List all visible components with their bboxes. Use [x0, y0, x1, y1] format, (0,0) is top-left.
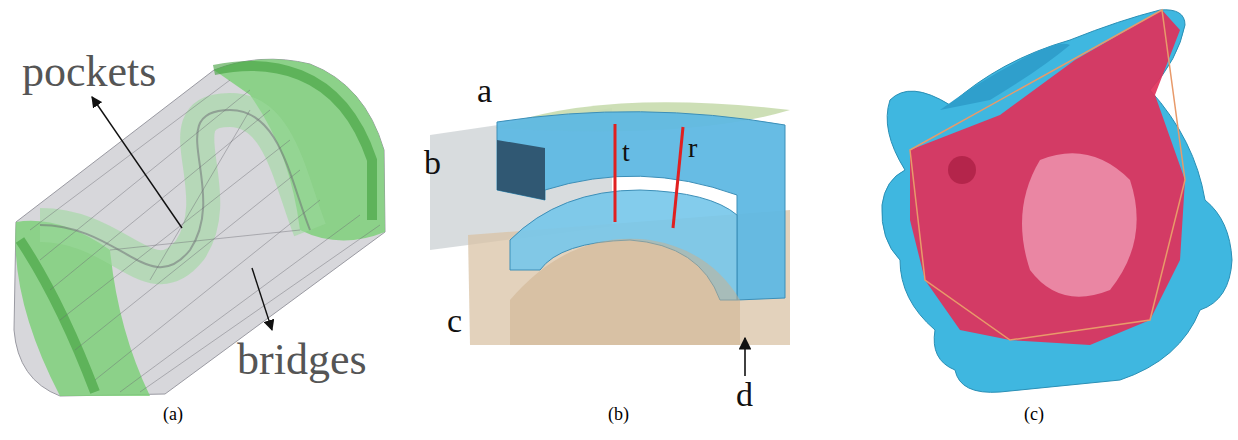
plane-letter: c [447, 304, 462, 338]
leader-arrow [92, 97, 182, 228]
bunny-model [882, 10, 1232, 393]
capsule-model [14, 59, 385, 396]
plane-letter: b [424, 146, 441, 180]
cut-planes-model [430, 102, 790, 376]
plane-letter: d [736, 378, 753, 412]
plane-letter: a [477, 74, 492, 108]
leader-arrow [744, 338, 746, 376]
callout-label: bridges [237, 338, 367, 382]
callout-label: pockets [22, 50, 156, 94]
subfigure-caption: (c) [1024, 405, 1044, 423]
line-letter: t [622, 138, 630, 166]
subfigure-caption: (a) [163, 405, 183, 423]
leader-arrow [252, 268, 272, 330]
subfigure-caption: (b) [608, 405, 629, 423]
line-letter: r [688, 134, 697, 162]
